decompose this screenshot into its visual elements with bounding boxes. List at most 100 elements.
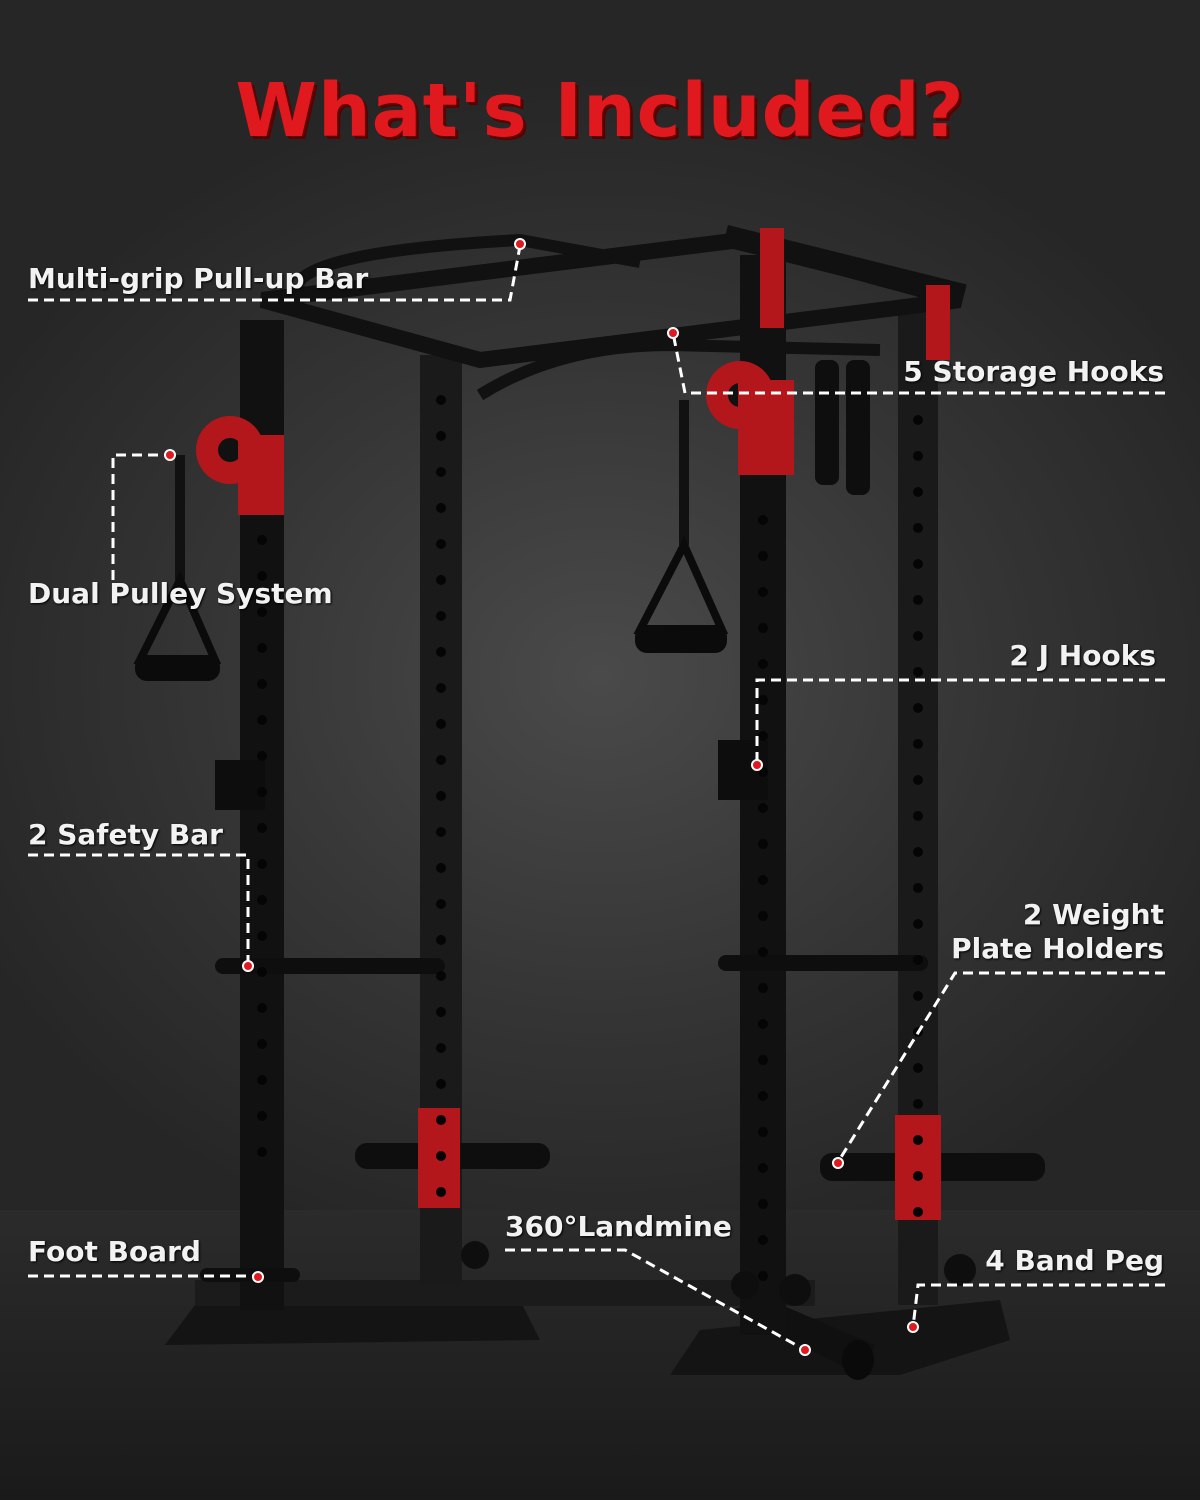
band-peg-3 [461, 1241, 489, 1269]
landmine-marker [799, 1344, 811, 1356]
upright-hole [436, 431, 446, 441]
j-hooks-leader [755, 678, 1165, 765]
callout-storage-hooks: 5 Storage Hooks [903, 355, 1164, 388]
upright-hole [758, 803, 768, 813]
landmine-leader [505, 1248, 806, 1352]
upright-hole [436, 1151, 446, 1161]
upright-hole [913, 559, 923, 569]
upright-hole [436, 971, 446, 981]
upright-hole [758, 1091, 768, 1101]
storage-hooks-marker [667, 327, 679, 339]
upright-hole [913, 487, 923, 497]
plate-holder-bracket-right [895, 1115, 941, 1220]
upright-hole [758, 1271, 768, 1281]
upright-hole [758, 1127, 768, 1137]
callout-plate-holders-line1: 2 Weight [1022, 898, 1164, 931]
foot-board-marker [252, 1271, 264, 1283]
upright-hole [436, 1115, 446, 1125]
upright-hole [758, 839, 768, 849]
j-hooks-marker [751, 759, 763, 771]
upright-hole [913, 1171, 923, 1181]
upright-hole [913, 1135, 923, 1145]
upright-hole [913, 955, 923, 965]
upright-hole [257, 1003, 267, 1013]
plate-holders-leader [836, 971, 1165, 1163]
callout-j-hooks: 2 J Hooks [1009, 639, 1156, 672]
band-peg-leader [911, 1283, 1165, 1328]
upright-hole [758, 551, 768, 561]
upright-hole [913, 991, 923, 1001]
upright-hole [913, 523, 923, 533]
upright-hole [913, 667, 923, 677]
upright-hole [913, 919, 923, 929]
upright-hole [257, 715, 267, 725]
safety-bar-marker [242, 960, 254, 972]
upright-hole [436, 1007, 446, 1017]
callout-plate-holders-line2: Plate Holders [951, 932, 1164, 965]
callout-band-peg: 4 Band Peg [985, 1244, 1164, 1277]
upright-hole [913, 847, 923, 857]
upright-hole [913, 415, 923, 425]
upright-hole [913, 775, 923, 785]
dip-handle-1 [815, 360, 839, 485]
band-peg-marker [907, 1321, 919, 1333]
upright-hole [758, 1235, 768, 1245]
upright-hole [758, 587, 768, 597]
upright-hole [913, 739, 923, 749]
upright-hole [257, 967, 267, 977]
foot-board-peg [200, 1268, 300, 1282]
top-bracket-right [926, 285, 950, 360]
pullup-bar-grip [295, 233, 642, 285]
upright-hole [758, 659, 768, 669]
upright-hole [758, 1199, 768, 1209]
upright-hole [257, 931, 267, 941]
upright-hole [436, 503, 446, 513]
landmine-end [842, 1340, 874, 1380]
upright-hole [257, 1075, 267, 1085]
upright-hole [257, 1111, 267, 1121]
upright-hole [436, 1079, 446, 1089]
top-bracket-left [760, 228, 784, 328]
upright-hole [436, 683, 446, 693]
pullup-bar-marker [514, 238, 526, 250]
pulley-bracket-right [738, 380, 794, 475]
safety-bar-right [718, 955, 928, 971]
callout-dual-pulley: Dual Pulley System [28, 577, 333, 610]
upright-hole [257, 787, 267, 797]
upright-hole [436, 575, 446, 585]
upright-hole [913, 1099, 923, 1109]
upright-hole [913, 703, 923, 713]
upright-hole [436, 647, 446, 657]
upright-hole [257, 895, 267, 905]
band-peg-1 [779, 1274, 811, 1306]
upright-hole [436, 755, 446, 765]
upright-hole [913, 451, 923, 461]
dual-pulley-leader [111, 453, 170, 580]
upright-hole [436, 863, 446, 873]
upright-hole [436, 899, 446, 909]
upright-hole [913, 595, 923, 605]
dual-pulley-marker [164, 449, 176, 461]
safety-bar-leader [28, 853, 250, 965]
upright-hole [257, 823, 267, 833]
upright-hole [436, 719, 446, 729]
floor [0, 1210, 1200, 1500]
upright-hole [257, 643, 267, 653]
callout-landmine: 360°Landmine [505, 1210, 732, 1243]
upright-hole [913, 631, 923, 641]
upright-hole [758, 1019, 768, 1029]
upright-hole [436, 791, 446, 801]
upright-hole [436, 1187, 446, 1197]
upright-hole [758, 623, 768, 633]
callout-safety-bar: 2 Safety Bar [28, 818, 223, 851]
upright-hole [913, 1207, 923, 1217]
upright-hole [758, 1163, 768, 1173]
upright-hole [758, 983, 768, 993]
upright-hole [436, 935, 446, 945]
upright-hole [758, 731, 768, 741]
upright-hole [436, 827, 446, 837]
callout-foot-board: Foot Board [28, 1235, 201, 1268]
